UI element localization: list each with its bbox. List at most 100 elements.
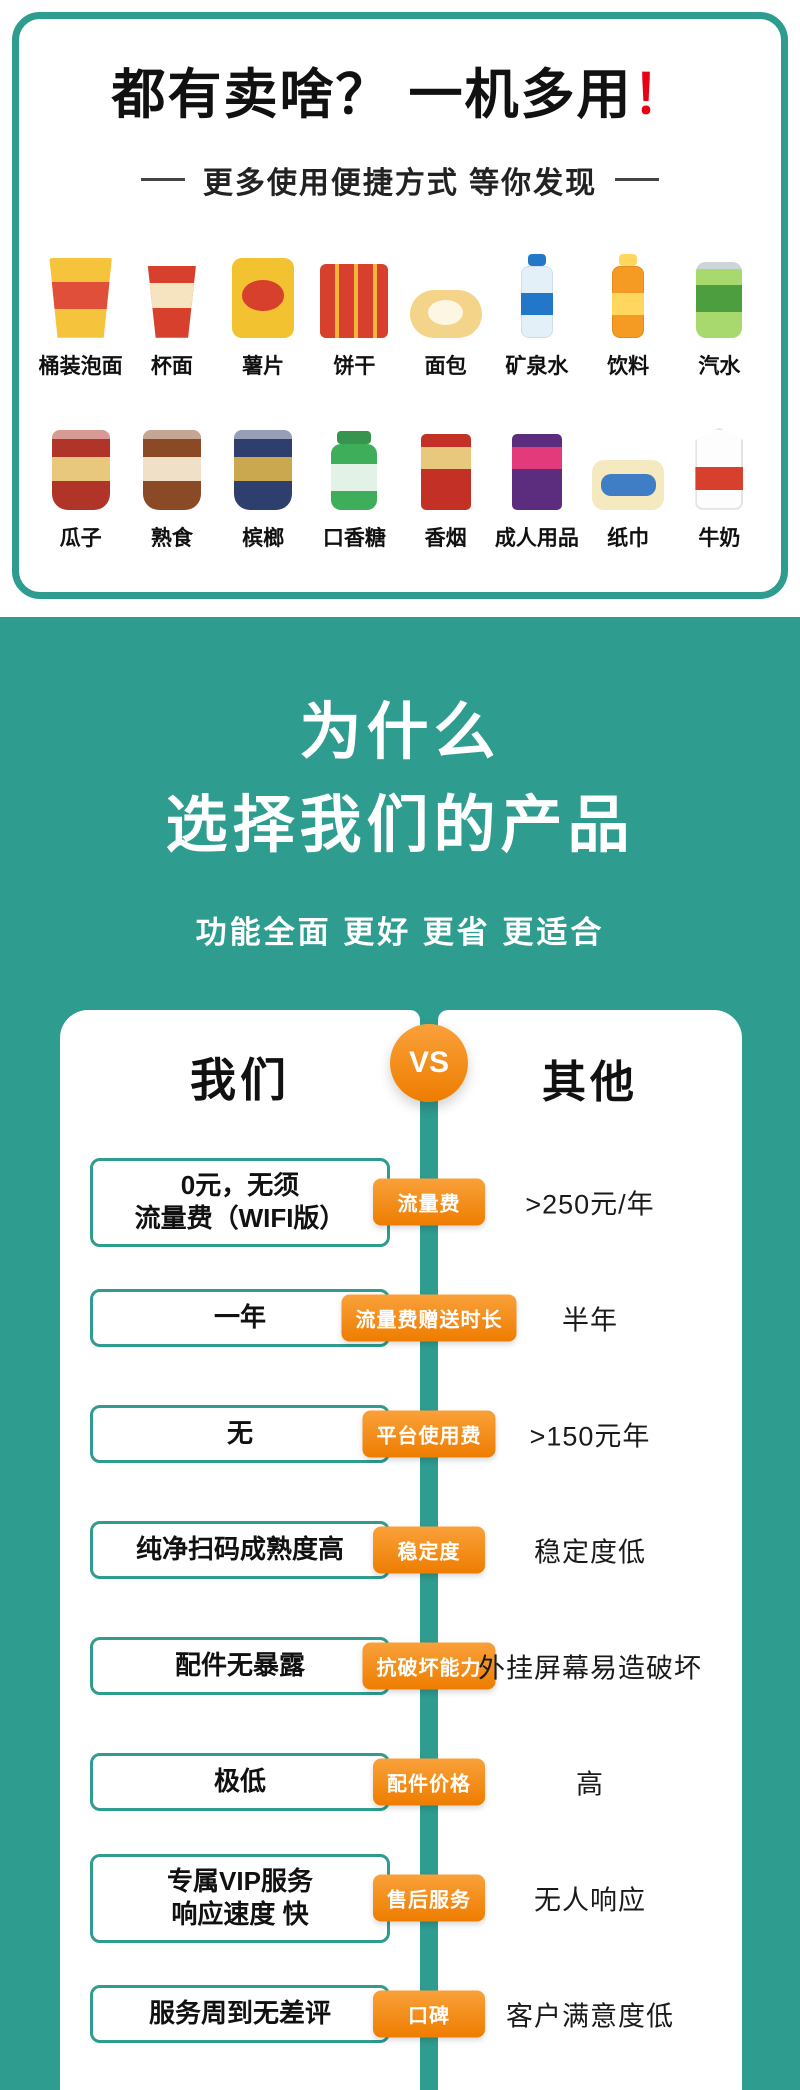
others-value: 客户满意度低 — [506, 2001, 674, 2032]
others-value: 高 — [576, 1769, 604, 1800]
card-subtitle: 更多使用便捷方式 等你发现 — [202, 166, 598, 200]
product-image-body — [49, 257, 112, 338]
subtitle-dash-right — [615, 178, 660, 182]
product-image-body — [147, 265, 196, 338]
ours-header: 我们 — [190, 1054, 290, 1107]
others-header: 其他 — [542, 1058, 638, 1108]
product-image-body — [51, 429, 110, 510]
product-image-body — [234, 429, 293, 510]
product-image-band — [234, 456, 293, 481]
why-section: 为什么 选择我们的产品 功能全面 更好 更省 更适合 我们 VS 其他 0元，无… — [0, 616, 800, 2090]
feature-badge: 稳定度 — [373, 1526, 485, 1574]
comparison-row: 专属VIP服务 响应速度 快 售后服务 无人响应 — [60, 1840, 742, 1956]
card-title-text: 都有卖啥？ 一机多用 — [111, 65, 633, 125]
product-image-body — [142, 429, 201, 510]
others-value: >150元年 — [529, 1421, 651, 1452]
ours-value-box: 0元，无须 流量费（WIFI版） — [90, 1157, 390, 1248]
product-item: 槟榔 — [218, 414, 309, 552]
product-label: 桶装泡面 — [38, 354, 123, 378]
product-image-band — [331, 463, 378, 492]
vs-badge: VS — [390, 1024, 468, 1103]
comparison-row: 0元，无须 流量费（WIFI版） 流量费 >250元/年 — [60, 1144, 742, 1260]
others-value: 外挂屏幕易造破坏 — [478, 1653, 702, 1684]
comparison-row: 配件无暴露 抗破坏能力 外挂屏幕易造破坏 — [60, 1608, 742, 1724]
ours-zone: 专属VIP服务 响应速度 快 — [60, 1853, 420, 1944]
product-item: 成人用品 — [491, 414, 582, 552]
product-label: 矿泉水 — [505, 354, 569, 378]
why-heading-line-1: 为什么 — [299, 697, 501, 767]
why-heading-line-2: 选择我们的产品 — [165, 791, 635, 861]
product-image-band — [420, 447, 471, 469]
comparison-row: 纯净扫码成熟度高 稳定度 稳定度低 — [60, 1492, 742, 1608]
comparison-row: 极低 配件价格 高 — [60, 1724, 742, 1840]
product-label: 牛奶 — [698, 526, 741, 550]
product-image — [491, 242, 582, 338]
product-image — [309, 414, 400, 510]
ours-value-box: 一年 — [90, 1289, 390, 1348]
product-item: 杯面 — [126, 242, 217, 380]
product-image-band — [142, 456, 201, 481]
ours-value-box: 专属VIP服务 响应速度 快 — [90, 1853, 390, 1944]
product-image — [583, 414, 674, 510]
others-value: 无人响应 — [534, 1885, 646, 1916]
ours-value-box: 极低 — [90, 1753, 390, 1812]
feature-badge: 售后服务 — [373, 1874, 485, 1922]
product-image — [491, 414, 582, 510]
product-item: 饼干 — [309, 242, 400, 380]
card-title: 都有卖啥？ 一机多用！ — [31, 63, 769, 128]
product-image — [674, 414, 765, 510]
product-image — [126, 414, 217, 510]
product-image — [583, 242, 674, 338]
product-label: 纸巾 — [607, 526, 650, 550]
others-value: 半年 — [562, 1305, 618, 1336]
ours-zone: 配件无暴露 — [60, 1637, 420, 1696]
product-image — [400, 414, 491, 510]
product-label: 杯面 — [150, 354, 193, 378]
products-card: 都有卖啥？ 一机多用！ 更多使用便捷方式 等你发现 桶装泡面 杯面 薯片 — [12, 12, 788, 599]
product-label: 成人用品 — [494, 526, 579, 550]
comparison-row: 一年 流量费赠送时长 半年 — [60, 1260, 742, 1376]
ours-zone: 一年 — [60, 1289, 420, 1348]
card-title-exclamation: ！ — [632, 65, 689, 125]
ours-zone: 纯净扫码成熟度高 — [60, 1521, 420, 1580]
feature-badge: 抗破坏能力 — [362, 1642, 496, 1690]
product-item: 桶装泡面 — [35, 242, 126, 380]
ours-zone: 极低 — [60, 1753, 420, 1812]
feature-badge: 平台使用费 — [362, 1410, 496, 1458]
product-image-band — [696, 284, 743, 312]
product-label: 槟榔 — [242, 526, 285, 550]
product-label: 熟食 — [150, 526, 193, 550]
product-image-body — [331, 443, 378, 510]
others-value: 稳定度低 — [534, 1537, 646, 1568]
why-subheading: 功能全面 更好 更省 更适合 — [195, 915, 605, 951]
product-image-body — [511, 433, 562, 510]
product-image-band — [147, 283, 196, 308]
product-image — [35, 242, 126, 338]
product-item: 薯片 — [218, 242, 309, 380]
product-image — [35, 414, 126, 510]
ours-value-box: 配件无暴露 — [90, 1637, 390, 1696]
comparison-row: 无 平台使用费 >150元年 — [60, 1376, 742, 1492]
product-image-band — [600, 473, 656, 496]
product-image — [218, 242, 309, 338]
product-label: 饮料 — [607, 354, 650, 378]
product-image-body — [696, 261, 743, 338]
product-label: 汽水 — [698, 354, 741, 378]
product-label: 薯片 — [242, 354, 285, 378]
product-image-body — [592, 459, 665, 510]
product-image — [126, 242, 217, 338]
product-item: 口香糖 — [309, 414, 400, 552]
others-panel-bg — [438, 1010, 742, 2090]
ours-zone: 0元，无须 流量费（WIFI版） — [60, 1157, 420, 1248]
product-image-body — [695, 427, 744, 510]
product-item: 面包 — [400, 242, 491, 380]
product-item: 纸巾 — [583, 414, 674, 552]
product-image-band — [612, 293, 645, 315]
product-label: 面包 — [424, 354, 467, 378]
comparison-content: 我们 VS 其他 0元，无须 流量费（WIFI版） 流量费 >250元/年 一年… — [60, 1010, 742, 2072]
product-label: 香烟 — [424, 526, 467, 550]
product-image — [400, 242, 491, 338]
product-item: 香烟 — [400, 414, 491, 552]
ours-zone: 无 — [60, 1405, 420, 1464]
